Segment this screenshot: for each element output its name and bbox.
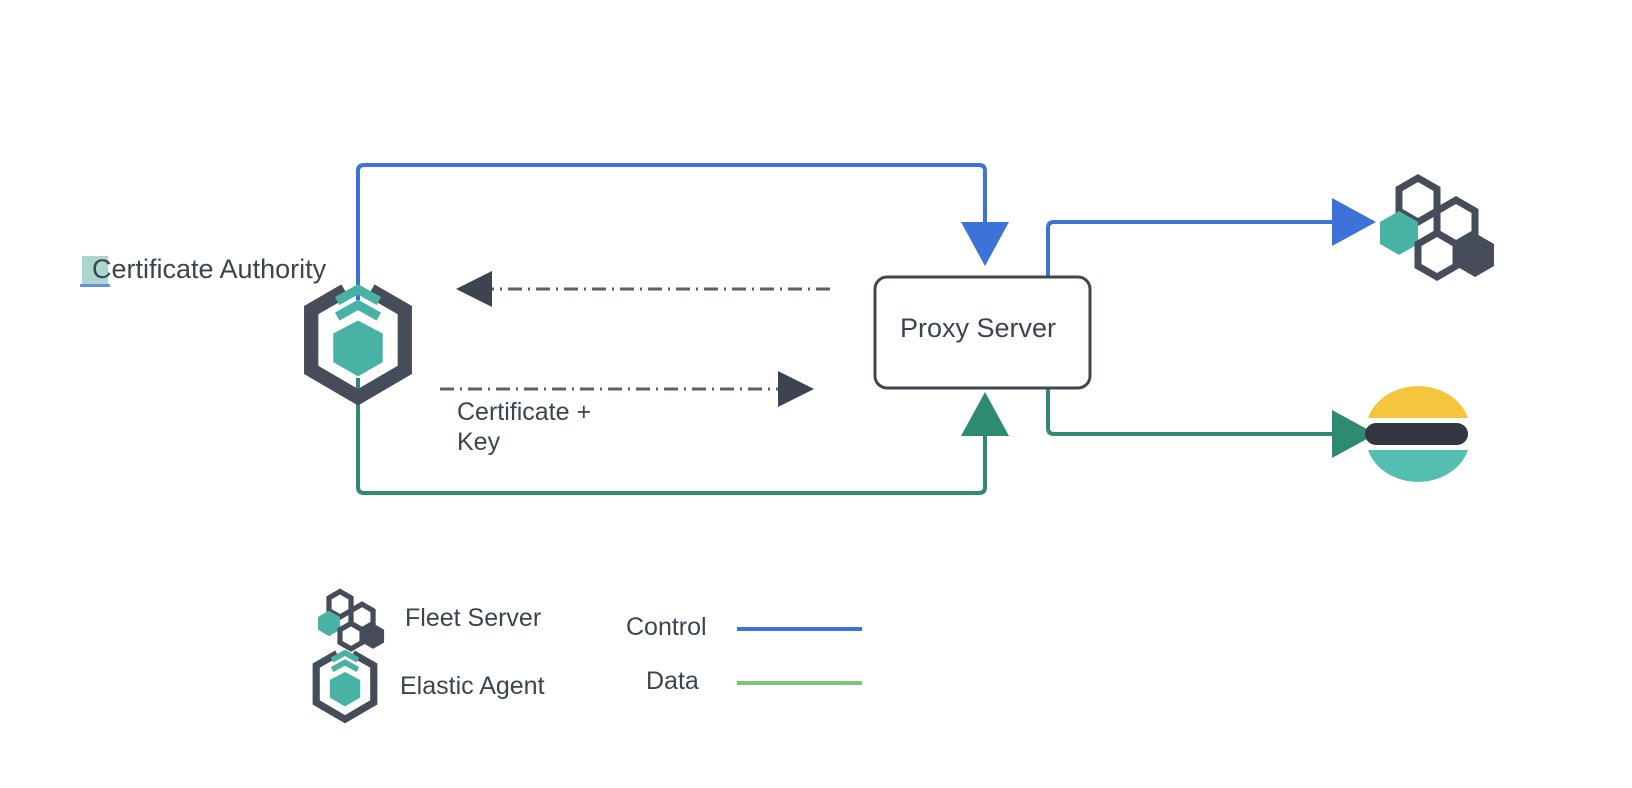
legend-label-fleet-server: Fleet Server: [405, 604, 542, 632]
edge-data-proxy-to-elasticsearch: [1046, 388, 1376, 458]
edge-control-proxy-to-fleet: [1046, 198, 1376, 277]
certificate-authority-underline: [80, 284, 110, 287]
certificate-authority-label: Certificate Authority: [92, 254, 327, 284]
fleet-server-icon: [1380, 173, 1494, 282]
edge-control-agent-to-proxy: [356, 163, 1009, 300]
legend-elastic-agent-icon: [312, 649, 378, 724]
legend-label-control: Control: [626, 613, 707, 641]
certificate-authority-highlight: [82, 256, 108, 286]
certificate-key-line2: Key: [457, 427, 501, 456]
proxy-server-node[interactable]: [873, 275, 1092, 390]
certificate-key-label: Certificate +Key: [457, 398, 591, 457]
legend-label-elastic-agent: Elastic Agent: [400, 672, 545, 700]
legend-fleet-server-icon: [317, 588, 385, 652]
elasticsearch-icon: [1365, 386, 1468, 482]
certificate-key-line1: Certificate +: [457, 398, 592, 426]
legend-label-data: Data: [646, 667, 699, 695]
edge-data-agent-to-proxy: [356, 378, 1009, 495]
elastic-agent-icon: [304, 284, 412, 406]
proxy-server-label: Proxy Server: [900, 313, 1057, 343]
